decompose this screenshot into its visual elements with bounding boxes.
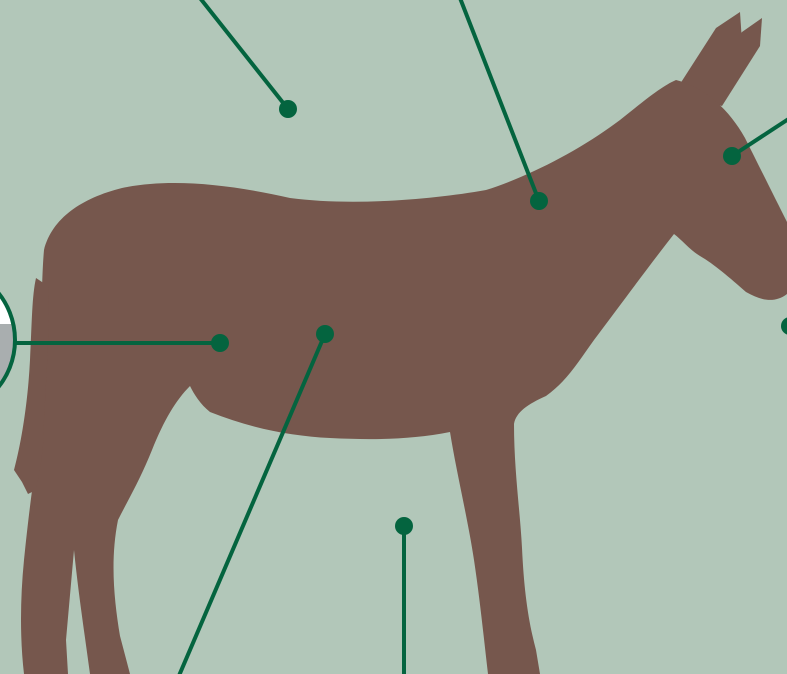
callout-belly-dot — [316, 325, 334, 343]
callout-legs-dot — [395, 517, 413, 535]
callout-eye-dot — [723, 147, 741, 165]
callout-withers-dot — [530, 192, 548, 210]
callout-back-dot — [279, 100, 297, 118]
callout-flank-dot — [211, 334, 229, 352]
